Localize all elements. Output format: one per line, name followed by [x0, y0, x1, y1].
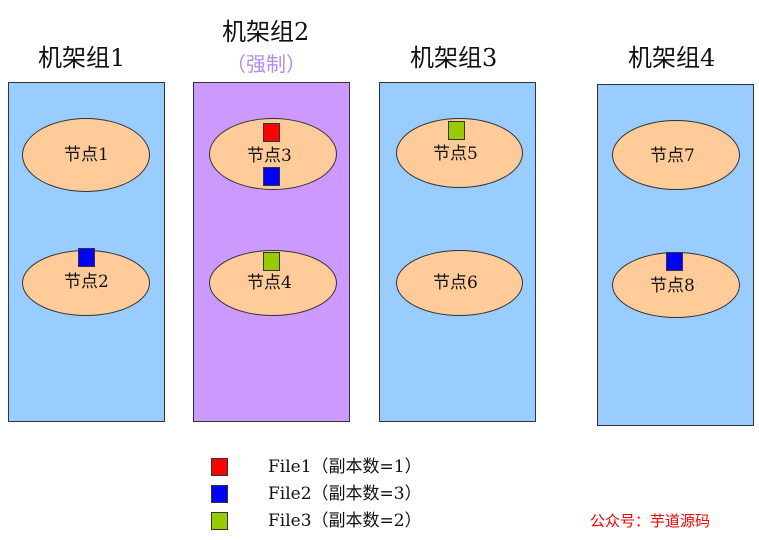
node-4-label: 节点4 — [247, 273, 292, 293]
node-1-label: 节点1 — [64, 145, 109, 165]
node-3-file1-block — [263, 123, 280, 142]
legend-file1-label: File1（副本数=1） — [268, 457, 422, 477]
legend-file2-swatch — [211, 485, 228, 503]
node-6 — [396, 250, 523, 316]
node-7-label: 节点7 — [650, 146, 695, 166]
node-2-label: 节点2 — [64, 272, 109, 292]
node-7 — [612, 120, 740, 190]
node-4-file3-block — [263, 252, 280, 271]
node-2-file2-block — [78, 248, 95, 267]
node-8-label: 节点8 — [650, 276, 695, 296]
watermark-text: 公众号：芋道源码 — [590, 512, 711, 530]
node-8-file2-block — [666, 252, 683, 271]
legend-file1-swatch — [211, 458, 228, 476]
rack-1-title: 机架组1 — [38, 44, 126, 72]
node-6-label: 节点6 — [433, 273, 478, 293]
node-5-file3-block — [448, 121, 465, 140]
legend-file3-label: File3（副本数=2） — [268, 511, 422, 531]
rack-2-title: 机架组2 — [222, 18, 310, 46]
node-1 — [22, 118, 150, 192]
rack-2-subtitle: （强制） — [226, 52, 306, 76]
legend-file3-swatch — [211, 512, 228, 530]
node-3-file2-block — [263, 167, 280, 186]
rack-4-title: 机架组4 — [628, 44, 716, 72]
node-5-label: 节点5 — [433, 144, 478, 164]
rack-3-title: 机架组3 — [410, 44, 498, 72]
legend-file2-label: File2（副本数=3） — [268, 484, 422, 504]
node-3-label: 节点3 — [247, 146, 292, 166]
